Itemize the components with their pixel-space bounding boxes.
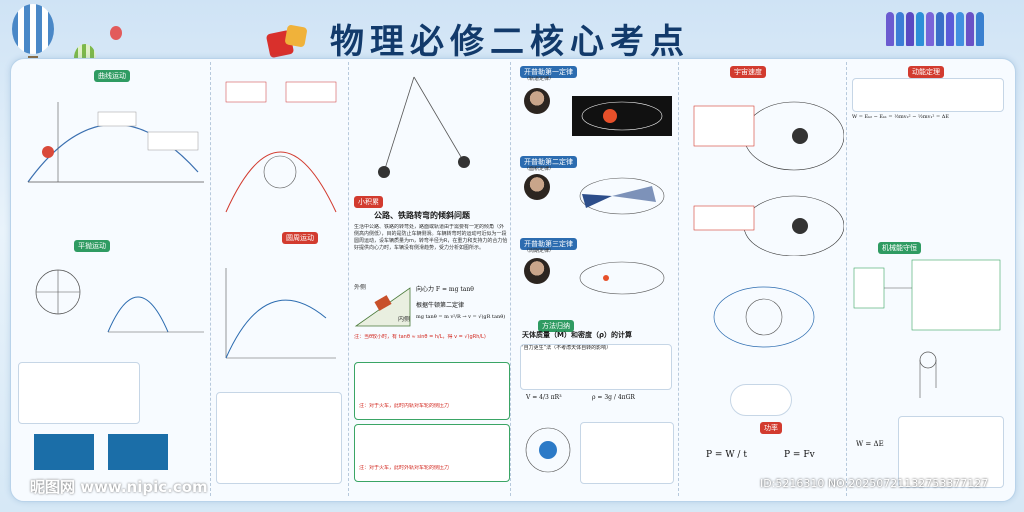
tag-method: 方法归纳 xyxy=(538,320,574,332)
tag-kepler-1: 开普勒第一定律 xyxy=(520,66,577,78)
cosmic-velocity-orbits xyxy=(693,101,844,256)
tag-kepler-3-sub: （周期定律） xyxy=(524,248,555,254)
tag-knowledge: 小积累 xyxy=(354,196,383,208)
work-energy-formula: W = ΔE xyxy=(856,440,884,448)
energy-definition-box xyxy=(852,78,1004,112)
circular-motion-diagram xyxy=(225,81,337,213)
kepler-portrait-2 xyxy=(524,174,550,200)
case-note-1: 注：对于火车，此时内轨对车轮的侧压力 xyxy=(359,403,450,409)
tag-circular-motion: 圆周运动 xyxy=(282,232,318,244)
mechanical-table xyxy=(898,416,1004,488)
column-circular-motion: 圆周运动 xyxy=(212,62,349,496)
column-cosmic-velocity: 宇宙速度 功率 P = W / t P = Fv xyxy=(680,62,847,496)
ellipse-orbit-3 xyxy=(579,261,665,295)
page-title: 物理必修二核心考点 xyxy=(330,22,690,62)
banking-body: 生活中公路、铁路的转弯处，路面或轨道由于需要有一定的倾角（外侧高内侧低），目的是… xyxy=(354,224,508,251)
column-kepler: 开普勒第一定律 （轨道定律） 开普勒第二定律 （面积定律） 开普勒第三定律 （周… xyxy=(512,62,679,496)
tag-kepler-1-sub: （轨道定律） xyxy=(524,76,555,82)
column-banking-turn: 小积累 公路、铁路转弯的倾斜问题 生活中公路、铁路的转弯处，路面或轨道由于需要有… xyxy=(350,62,511,496)
boat-image-2 xyxy=(108,434,168,470)
throw-notes-box xyxy=(18,362,140,424)
banking-equation: mg tanθ = m v²/R → v = √(gR tanθ) xyxy=(416,314,506,320)
watermark-id: ID:5216310 NO:20250721132753377127 xyxy=(760,477,989,490)
banking-heading: 公路、铁路转弯的倾斜问题 xyxy=(374,211,470,220)
balloon-tiny-red xyxy=(110,26,122,40)
kepler-portrait-3 xyxy=(524,258,550,284)
self-method-box: “自力更生”法（不考虑天体自转的影响） xyxy=(520,344,672,390)
case-note-2: 注：对于火车，此时外轨对车轮的侧压力 xyxy=(359,465,450,471)
projectile-diagram xyxy=(27,102,204,183)
rotation-graph xyxy=(225,268,336,359)
centripetal-force: 向心力 F = mg tanθ xyxy=(416,286,474,293)
power-bubble xyxy=(730,384,792,416)
watermark-site: 昵图网 www.nipic.com xyxy=(30,478,208,496)
column-curve-motion: 曲线运动 平抛运动 xyxy=(14,62,211,496)
boat-image-1 xyxy=(34,434,94,470)
ellipse-orbit-2 xyxy=(579,177,665,215)
satellite-notes-box xyxy=(580,422,674,484)
car-on-slope-diagram xyxy=(354,287,411,327)
power-formula-1: P = W / t xyxy=(706,450,747,460)
energy-formula: W = Eₖ₂ − Eₖ₁ = ½mv₂² − ½mv₁² = ΔE xyxy=(852,114,950,120)
tag-kepler-3: 开普勒第三定律 xyxy=(520,238,577,250)
power-formula-2: P = Fv xyxy=(784,450,815,460)
kepler-portrait-1 xyxy=(524,88,550,114)
outer-label: 外侧 xyxy=(354,284,367,291)
volume-formula: V = 4/3 πR³ xyxy=(526,394,562,401)
circular-notes-box xyxy=(216,392,342,484)
tag-kepler-2-sub: （面积定律） xyxy=(524,166,555,172)
self-method-label: “自力更生”法（不考虑天体自转的影响） xyxy=(521,345,612,351)
tag-energy: 动能定理 xyxy=(908,66,944,78)
crowd-silhouette-icon xyxy=(886,12,1006,52)
tag-throw-motion: 平抛运动 xyxy=(74,240,110,252)
newton-law: 根据牛顿第二定律 xyxy=(416,302,465,309)
tag-power: 功率 xyxy=(760,422,782,434)
density-formula: ρ = 3g / 4πGR xyxy=(592,394,635,401)
dice-icon xyxy=(265,24,312,60)
ellipse-orbit-1 xyxy=(572,96,672,136)
gravity-heading: 天体质量（M）和密度（ρ）的计算 xyxy=(522,331,632,339)
column-kinetic-energy: 动能定理 W = Eₖ₂ − Eₖ₁ = ½mv₂² − ½mv₁² = ΔE … xyxy=(848,62,1008,496)
throw-vectors-diagram xyxy=(35,269,204,333)
case-box-1: 注：对于火车，此时内轨对车轮的侧压力 xyxy=(354,362,510,420)
tag-curve-motion: 曲线运动 xyxy=(94,70,130,82)
tag-cosmic-velocity: 宇宙速度 xyxy=(730,66,766,78)
orbit-change-diagram xyxy=(713,286,815,348)
pulley-diagram xyxy=(919,351,937,398)
tag-mechanical-energy: 机械能守恒 xyxy=(878,242,921,254)
earth-satellite-diagram xyxy=(525,427,571,473)
balloon-large xyxy=(12,4,54,54)
inner-label: 内侧 xyxy=(398,316,411,323)
energy-flow-diagram xyxy=(853,259,1001,331)
pendulum-diagram xyxy=(378,76,470,178)
tag-kepler-2: 开普勒第二定律 xyxy=(520,156,577,168)
case-box-2: 注：对于火车，此时外轨对车轮的侧压力 xyxy=(354,424,510,482)
banking-note: 注：当θ较小时，有 tanθ ≈ sinθ = h/L，得 v = √(gRh/… xyxy=(354,334,486,340)
